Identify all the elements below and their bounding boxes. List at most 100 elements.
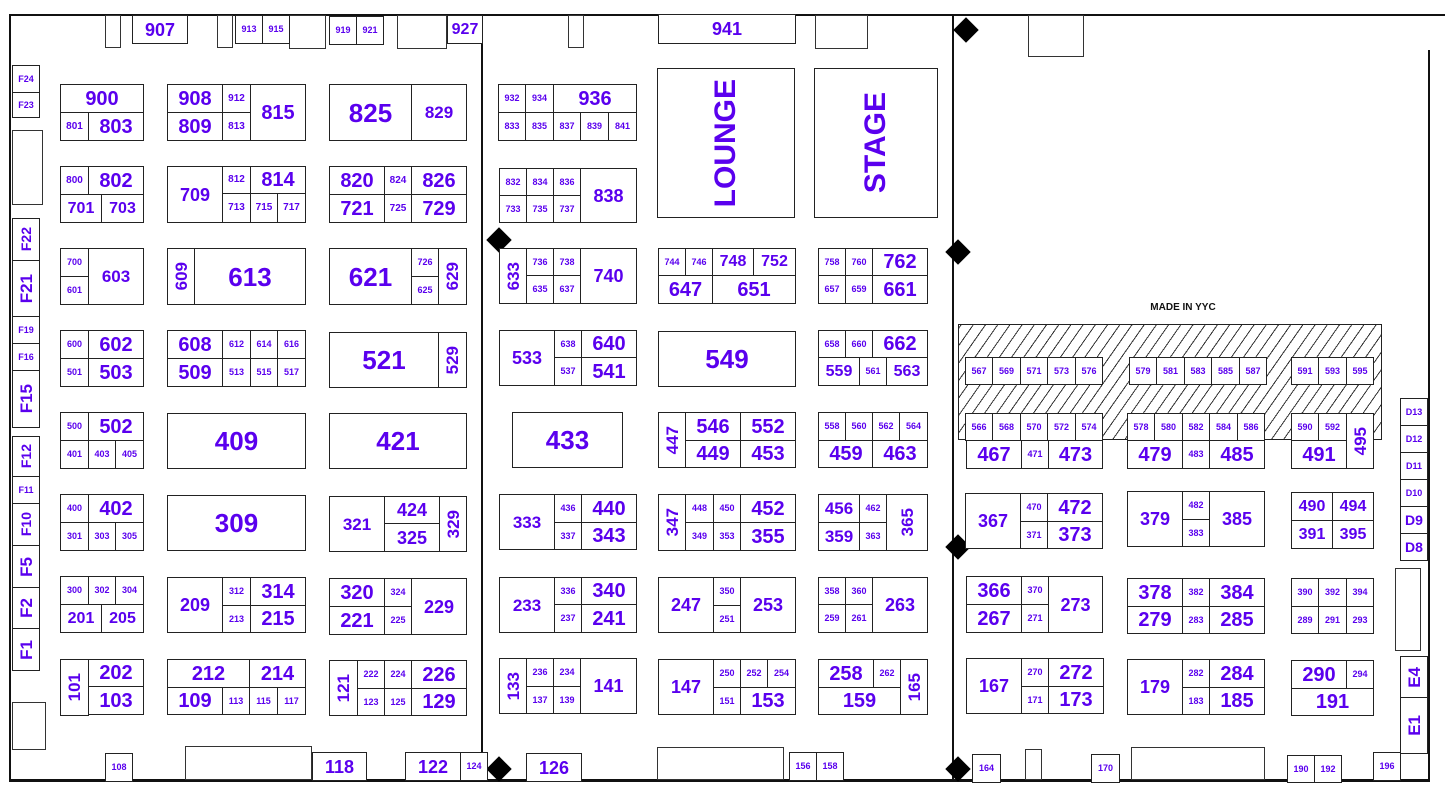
- booth-191[interactable]: 191: [1291, 688, 1374, 716]
- booth-234[interactable]: 234: [553, 658, 581, 687]
- booth-621[interactable]: 621: [329, 248, 412, 305]
- booth-533[interactable]: 533: [499, 330, 555, 386]
- booth-737[interactable]: 737: [553, 195, 581, 223]
- booth-126[interactable]: 126: [526, 753, 582, 782]
- booth-609[interactable]: 609: [167, 248, 195, 305]
- booth-241[interactable]: 241: [581, 604, 637, 633]
- booth-170[interactable]: 170: [1091, 754, 1120, 783]
- booth-661[interactable]: 661: [872, 275, 928, 304]
- booth-760[interactable]: 760: [845, 248, 873, 276]
- booth-192[interactable]: 192: [1314, 755, 1342, 783]
- booth-453[interactable]: 453: [740, 440, 796, 468]
- booth-f24[interactable]: F24: [12, 65, 40, 93]
- booth-294[interactable]: 294: [1346, 660, 1374, 689]
- booth-353[interactable]: 353: [713, 522, 741, 551]
- booth-336[interactable]: 336: [554, 577, 582, 605]
- booth-236[interactable]: 236: [526, 658, 554, 687]
- booth-900[interactable]: 900: [60, 84, 144, 113]
- booth-490[interactable]: 490: [1291, 492, 1333, 521]
- booth-395[interactable]: 395: [1332, 520, 1374, 549]
- booth-115[interactable]: 115: [249, 687, 278, 715]
- booth-932[interactable]: 932: [498, 84, 526, 113]
- booth-825[interactable]: 825: [329, 84, 412, 141]
- booth-726[interactable]: 726: [411, 248, 439, 277]
- booth-603[interactable]: 603: [88, 248, 144, 305]
- booth-f2[interactable]: F2: [12, 587, 40, 629]
- booth-549[interactable]: 549: [658, 331, 796, 387]
- booth-608[interactable]: 608: [167, 330, 223, 359]
- booth-573[interactable]: 573: [1047, 357, 1076, 385]
- booth-839[interactable]: 839: [580, 112, 609, 141]
- booth-467[interactable]: 467: [966, 440, 1022, 469]
- booth-158[interactable]: 158: [816, 752, 844, 781]
- booth-449[interactable]: 449: [685, 440, 741, 468]
- booth-494[interactable]: 494: [1332, 492, 1374, 521]
- booth-403[interactable]: 403: [88, 440, 116, 469]
- booth-841[interactable]: 841: [608, 112, 637, 141]
- booth-349[interactable]: 349: [685, 522, 714, 551]
- booth-325[interactable]: 325: [384, 523, 440, 552]
- booth-537[interactable]: 537: [554, 357, 582, 386]
- booth-153[interactable]: 153: [740, 687, 796, 715]
- booth-347[interactable]: 347: [658, 494, 686, 551]
- booth-725[interactable]: 725: [384, 194, 412, 223]
- booth-358[interactable]: 358: [818, 577, 846, 605]
- booth-509[interactable]: 509: [167, 358, 223, 387]
- booth-259[interactable]: 259: [818, 604, 846, 633]
- booth-529[interactable]: 529: [438, 332, 467, 388]
- booth-495[interactable]: 495: [1346, 413, 1374, 469]
- booth-662[interactable]: 662: [872, 330, 928, 358]
- booth-462[interactable]: 462: [859, 494, 887, 523]
- booth-213[interactable]: 213: [222, 605, 251, 633]
- booth-f23[interactable]: F23: [12, 92, 40, 118]
- booth-392[interactable]: 392: [1318, 578, 1347, 607]
- booth-491[interactable]: 491: [1291, 440, 1347, 469]
- booth-103[interactable]: 103: [88, 686, 144, 715]
- booth-829[interactable]: 829: [411, 84, 467, 141]
- booth-141[interactable]: 141: [580, 658, 637, 714]
- booth-471[interactable]: 471: [1021, 440, 1049, 469]
- booth-479[interactable]: 479: [1127, 440, 1183, 469]
- booth-139[interactable]: 139: [553, 686, 581, 714]
- booth-517[interactable]: 517: [277, 358, 306, 387]
- booth-658[interactable]: 658: [818, 330, 846, 358]
- booth-355[interactable]: 355: [740, 522, 796, 551]
- booth-350[interactable]: 350: [713, 577, 741, 606]
- booth-485[interactable]: 485: [1209, 440, 1265, 469]
- booth-637[interactable]: 637: [553, 275, 581, 304]
- booth-405[interactable]: 405: [115, 440, 144, 469]
- booth-e1[interactable]: E1: [1400, 697, 1428, 754]
- booth-394[interactable]: 394: [1346, 578, 1374, 607]
- booth-258[interactable]: 258: [818, 659, 874, 688]
- booth-936[interactable]: 936: [553, 84, 637, 113]
- booth-196[interactable]: 196: [1373, 752, 1401, 781]
- booth-237[interactable]: 237: [554, 604, 582, 633]
- booth-752[interactable]: 752: [753, 248, 796, 276]
- booth-124[interactable]: 124: [460, 752, 488, 781]
- booth-812[interactable]: 812: [222, 166, 251, 194]
- booth-164[interactable]: 164: [972, 754, 1001, 783]
- booth-d10[interactable]: D10: [1400, 479, 1428, 507]
- booth-824[interactable]: 824: [384, 166, 412, 195]
- booth-373[interactable]: 373: [1047, 521, 1103, 549]
- booth-436[interactable]: 436: [554, 494, 582, 523]
- booth-736[interactable]: 736: [526, 248, 554, 276]
- booth-440[interactable]: 440: [581, 494, 637, 523]
- booth-913[interactable]: 913: [235, 15, 263, 44]
- booth-363[interactable]: 363: [859, 522, 887, 551]
- booth-118[interactable]: 118: [312, 752, 367, 781]
- booth-109[interactable]: 109: [167, 687, 223, 715]
- booth-470[interactable]: 470: [1020, 493, 1048, 522]
- booth-826[interactable]: 826: [411, 166, 467, 195]
- booth-587[interactable]: 587: [1239, 357, 1267, 385]
- booth-559[interactable]: 559: [818, 357, 860, 386]
- booth-113[interactable]: 113: [222, 687, 250, 715]
- booth-450[interactable]: 450: [713, 494, 741, 523]
- booth-562[interactable]: 562: [872, 412, 900, 441]
- booth-809[interactable]: 809: [167, 112, 223, 141]
- booth-657[interactable]: 657: [818, 275, 846, 304]
- booth-602[interactable]: 602: [88, 330, 144, 359]
- booth-212[interactable]: 212: [167, 659, 250, 688]
- booth-337[interactable]: 337: [554, 522, 582, 550]
- booth-908[interactable]: 908: [167, 84, 223, 113]
